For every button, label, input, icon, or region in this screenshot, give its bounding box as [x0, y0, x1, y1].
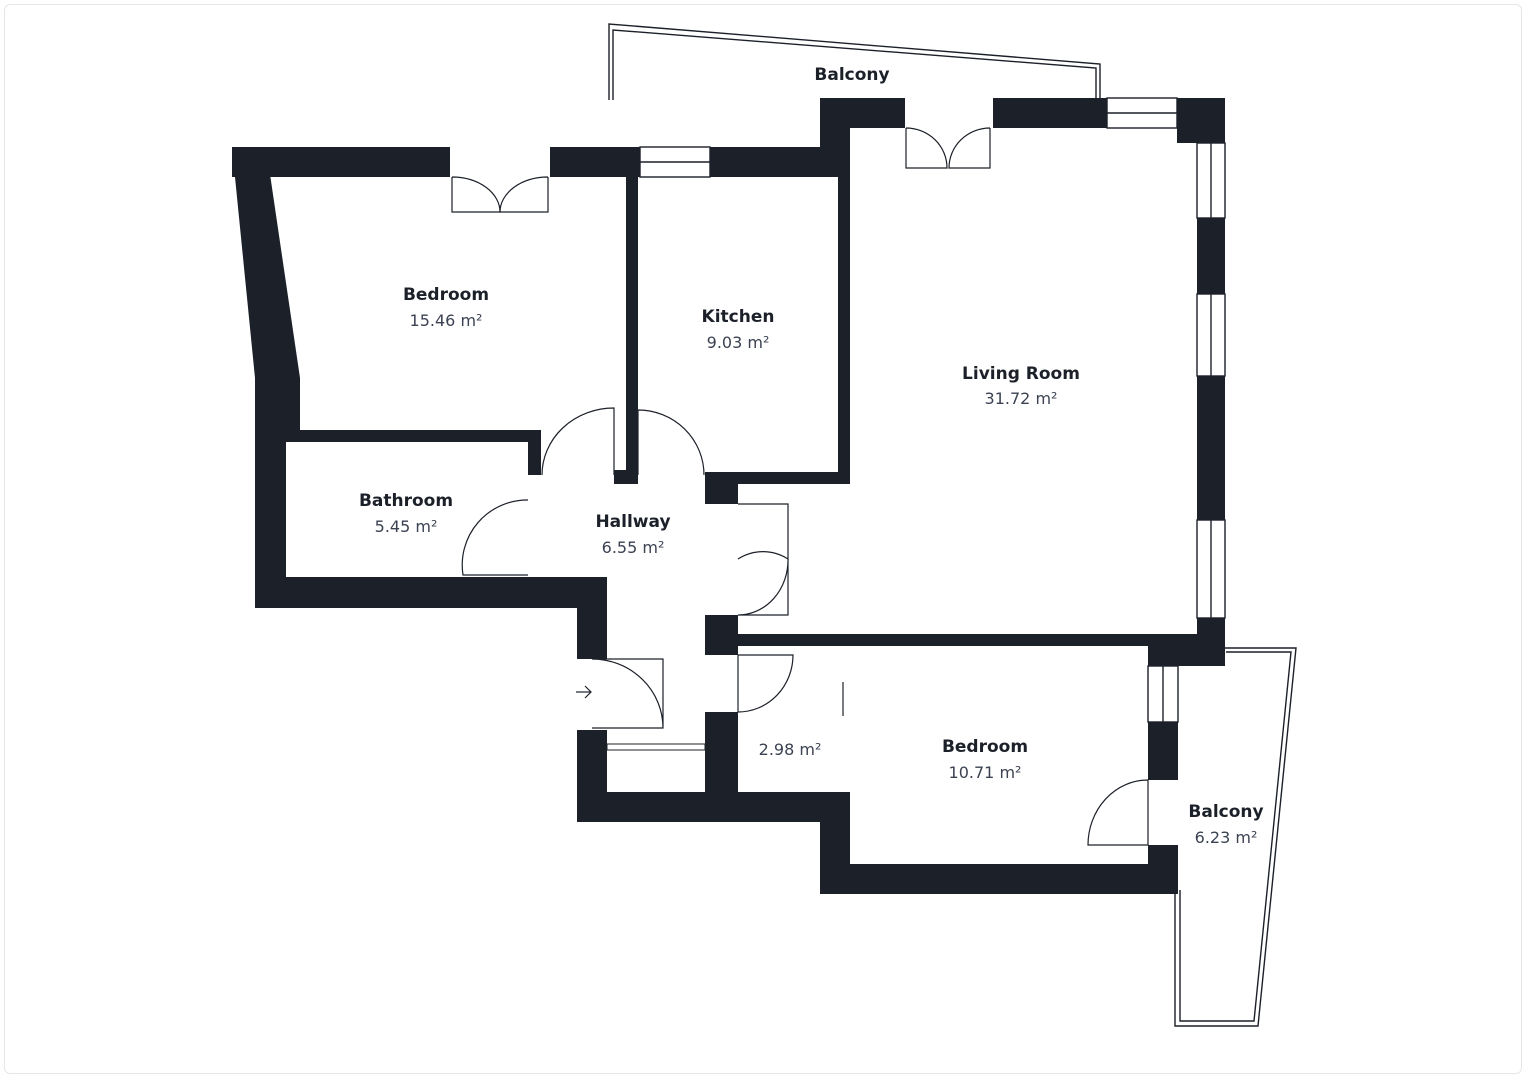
- room-bathroom-name: Bathroom: [359, 491, 453, 511]
- room-bedroom-2-area: 10.71 m²: [949, 763, 1022, 782]
- room-kitchen-name: Kitchen: [702, 307, 775, 327]
- room-hallway-area: 6.55 m²: [602, 538, 665, 557]
- room-bedroom-1-name: Bedroom: [403, 285, 489, 305]
- balcony-right-outline: [1174, 647, 1297, 1027]
- room-hallway-name: Hallway: [595, 512, 670, 532]
- room-living-room-area: 31.72 m²: [985, 389, 1058, 408]
- arrow-right-icon: [576, 685, 592, 699]
- room-bedroom-2-name: Bedroom: [942, 737, 1028, 757]
- room-bathroom-area: 5.45 m²: [375, 517, 438, 536]
- doors: [451, 127, 1149, 846]
- room-balcony-1-name: Balcony: [814, 65, 889, 85]
- room-storage-area: 2.98 m²: [759, 740, 822, 759]
- room-kitchen-area: 9.03 m²: [707, 333, 770, 352]
- room-balcony-2-area: 6.23 m²: [1195, 828, 1258, 847]
- room-balcony-2-name: Balcony: [1188, 802, 1263, 822]
- plan-frame: [4, 4, 1522, 1074]
- walls: [232, 98, 1225, 894]
- room-labels: Bedroom 15.46 m² Kitchen 9.03 m² Living …: [359, 65, 1264, 847]
- windows: [606, 97, 1226, 751]
- balcony-top-outline: [608, 23, 1101, 100]
- room-living-room-name: Living Room: [962, 364, 1080, 384]
- room-bedroom-1-area: 15.46 m²: [410, 311, 483, 330]
